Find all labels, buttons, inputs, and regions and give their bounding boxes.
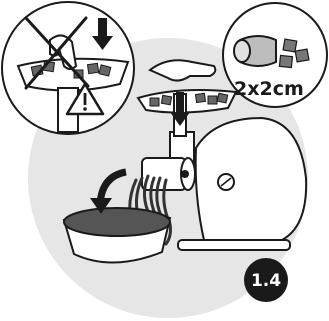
- bowl: [64, 208, 170, 263]
- step-number: 1.4: [251, 271, 281, 291]
- step-badge: 1.4: [244, 258, 288, 302]
- inset-wrong-method: [2, 2, 134, 134]
- cube-size-label: 2x2cm: [234, 78, 304, 100]
- inset-cube-size: 2x2cm: [223, 3, 327, 107]
